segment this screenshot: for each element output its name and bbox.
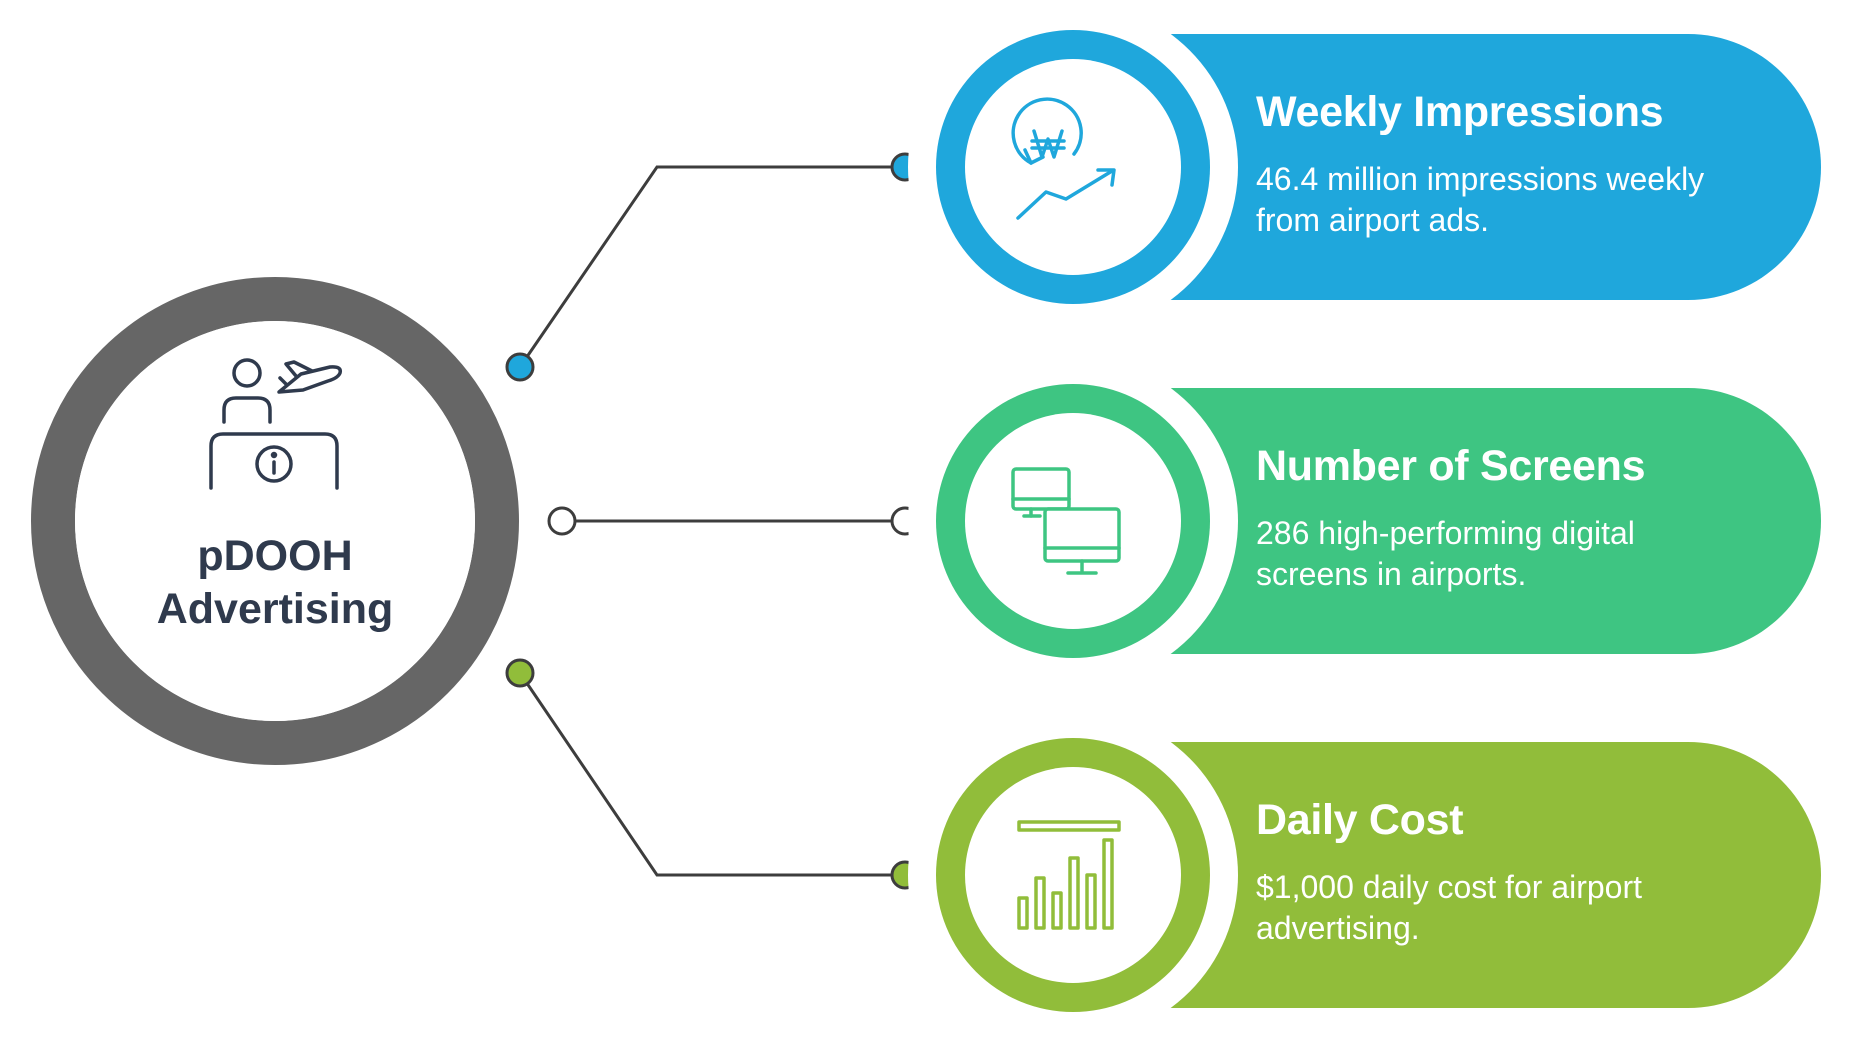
connector-dot-bottom-start [505, 658, 535, 688]
hub-circle [31, 277, 519, 765]
card-title: Number of Screens [1256, 442, 1646, 490]
card-number-of-screens [908, 356, 1821, 686]
hub-label-line1: pDOOH [197, 532, 353, 580]
connector-dot-top-start [505, 352, 535, 382]
card-description: 286 high-performing digital screens in a… [1256, 515, 1635, 592]
card-description: $1,000 daily cost for airport advertisin… [1256, 869, 1642, 946]
monitors-icon [1011, 467, 1121, 575]
connector-bottom [518, 672, 905, 877]
hub-label: pDOOH Advertising [120, 530, 430, 636]
airport-info-desk-icon [209, 358, 343, 490]
card-title: Weekly Impressions [1256, 88, 1664, 136]
connector-dot-middle-start [547, 506, 577, 536]
card-daily-cost-text: Daily Cost $1,000 daily cost for airport… [1256, 795, 1726, 949]
card-description: 46.4 million impressions weekly from air… [1256, 161, 1705, 238]
hub-label-line2: Advertising [156, 585, 394, 633]
won-growth-icon [1011, 97, 1116, 220]
bar-chart-icon [1017, 820, 1121, 930]
card-number-of-screens-text: Number of Screens 286 high-performing di… [1256, 441, 1726, 595]
connector-top [518, 165, 905, 368]
card-weekly-impressions-text: Weekly Impressions 46.4 million impressi… [1256, 87, 1726, 241]
card-title: Daily Cost [1256, 796, 1464, 844]
